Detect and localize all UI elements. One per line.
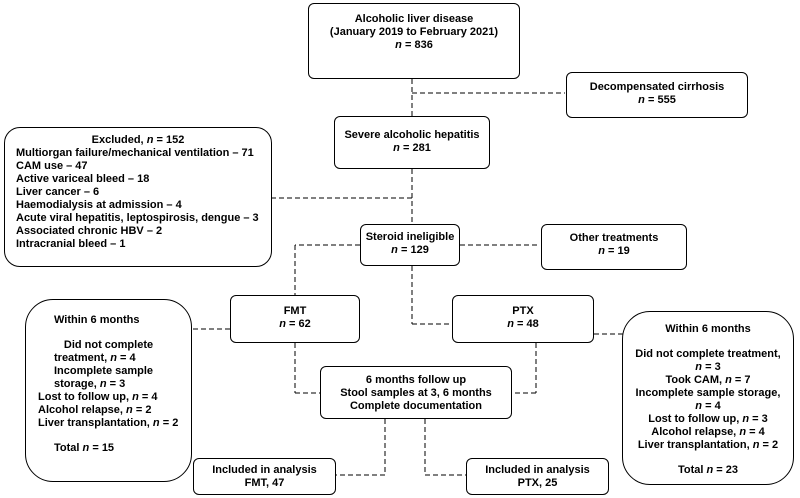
ptx-losses-transplant: Liver transplantation, n = 2 (637, 439, 779, 451)
excluded-title: Excluded, n = 152 (91, 134, 185, 146)
fmt-included-line-1: Included in analysis (212, 464, 317, 476)
excluded-item: Acute viral hepatitis, leptospirosis, de… (16, 212, 259, 224)
followup-line-3: Complete documentation (349, 400, 482, 412)
steroid-count: n = 129 (391, 244, 429, 256)
ptx-losses-total: Total n = 23 (677, 464, 739, 476)
ptx-losses-did-not-complete-count: n = 3 (695, 361, 721, 373)
fmt-losses-transplant: Liver transplantation, n = 2 (38, 417, 179, 429)
fmt-losses-title: Within 6 months (54, 314, 140, 326)
box-severe-alcoholic-hepatitis: Severe alcoholic hepatitis n = 281 (334, 116, 490, 169)
fmt-losses-lost: Lost to follow up, n = 4 (38, 391, 158, 403)
fmt-losses-total: Total n = 15 (54, 442, 115, 454)
box-ptx-losses: Within 6 months Did not complete treatme… (622, 311, 794, 485)
ptx-losses-cam: Took CAM, n = 7 (665, 374, 751, 386)
ald-count: n = 836 (395, 39, 433, 51)
ptx-losses-title: Within 6 months (665, 323, 751, 335)
excluded-item: Multiorgan failure/mechanical ventilatio… (16, 147, 254, 159)
fmt-count: n = 62 (279, 318, 311, 330)
ptx-included-line-2: PTX, 25 (517, 477, 558, 489)
steroid-title: Steroid ineligible (365, 231, 455, 243)
box-included-ptx: Included in analysis PTX, 25 (466, 458, 609, 495)
fmt-losses-did-not-complete: Did not complete (63, 339, 154, 351)
excluded-item: CAM use – 47 (16, 160, 88, 172)
box-alcoholic-liver-disease: Alcoholic liver disease (January 2019 to… (308, 3, 520, 79)
box-included-fmt: Included in analysis FMT, 47 (193, 458, 336, 495)
other-title: Other treatments (569, 232, 659, 244)
excluded-item: Haemodialysis at admission – 4 (16, 199, 182, 211)
excluded-item: Associated chronic HBV – 2 (16, 225, 163, 237)
ptx-title: PTX (512, 305, 534, 317)
box-six-month-follow-up: 6 months follow up Stool samples at 3, 6… (320, 366, 512, 419)
box-decompensated-cirrhosis: Decompensated cirrhosis n = 555 (566, 72, 748, 118)
decomp-count: n = 555 (638, 94, 676, 106)
decomp-title: Decompensated cirrhosis (589, 81, 725, 93)
fmt-losses-did-not-complete-count: treatment, n = 4 (54, 352, 136, 364)
ptx-losses-relapse: Alcohol relapse, n = 4 (651, 426, 765, 438)
other-count: n = 19 (598, 245, 630, 257)
fmt-losses-incomplete: Incomplete sample (54, 365, 154, 377)
followup-line-2: Stool samples at 3, 6 months (340, 387, 492, 399)
box-excluded: Excluded, n = 152 Multiorgan failure/mec… (4, 127, 272, 267)
ald-dates: (January 2019 to February 2021) (329, 26, 499, 38)
ptx-losses-lost: Lost to follow up, n = 3 (648, 413, 768, 425)
fmt-title: FMT (283, 305, 307, 317)
ald-title: Alcoholic liver disease (354, 13, 474, 25)
ptx-losses-incomplete: Incomplete sample storage, (635, 387, 781, 399)
box-other-treatments: Other treatments n = 19 (541, 224, 687, 270)
excluded-item: Intracranial bleed – 1 (16, 238, 126, 250)
fmt-included-line-2: FMT, 47 (244, 477, 285, 489)
ptx-losses-did-not-complete: Did not complete treatment, (635, 348, 781, 360)
excluded-item: Liver cancer – 6 (16, 186, 100, 198)
fmt-losses-relapse: Alcohol relapse, n = 2 (38, 404, 152, 416)
box-steroid-ineligible: Steroid ineligible n = 129 (360, 224, 460, 266)
box-ptx: PTX n = 48 (452, 295, 594, 343)
excluded-item: Active variceal bleed – 18 (16, 173, 150, 185)
ptx-included-line-1: Included in analysis (485, 464, 590, 476)
sah-title: Severe alcoholic hepatitis (344, 129, 480, 141)
ptx-count: n = 48 (507, 318, 539, 330)
box-fmt-losses: Within 6 months Did not complete treatme… (25, 299, 192, 482)
followup-line-1: 6 months follow up (365, 374, 467, 386)
box-fmt: FMT n = 62 (230, 295, 360, 343)
ptx-losses-incomplete-count: n = 4 (695, 400, 721, 412)
sah-count: n = 281 (393, 142, 431, 154)
fmt-losses-incomplete-count: storage, n = 3 (54, 378, 126, 390)
